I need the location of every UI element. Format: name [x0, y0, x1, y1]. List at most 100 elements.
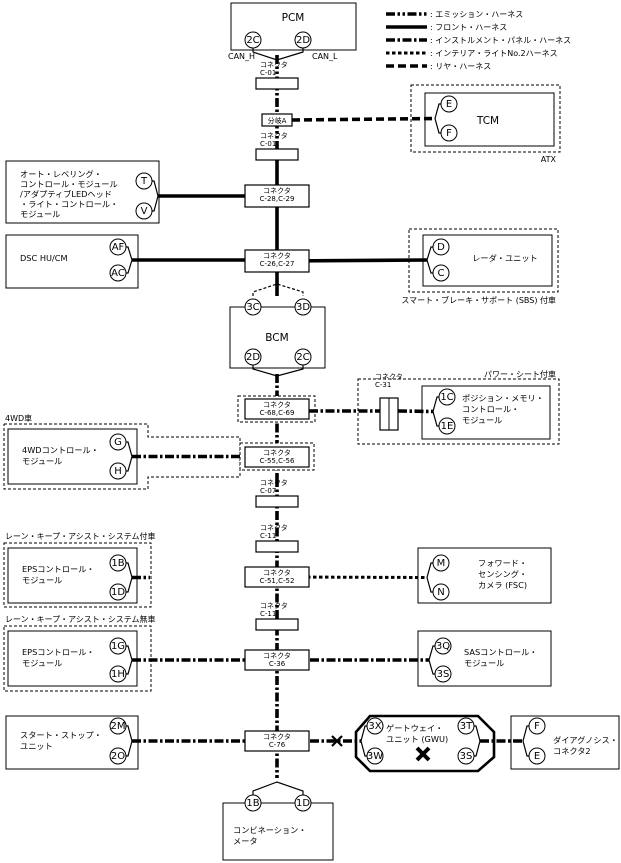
seat-note: パワー・シート付車 — [484, 369, 556, 379]
radar-pin-d-label: D — [437, 242, 445, 253]
startstop-name: ユニット — [20, 741, 53, 751]
leveling-pin-t-label: T — [140, 176, 148, 187]
meter-pin-1b-label: 1B — [246, 798, 259, 809]
sas-pin-3s-label: 3S — [437, 669, 450, 680]
dsc-pin-af-label: AF — [112, 242, 125, 253]
gwu-pin-3s-label: 3S — [460, 751, 473, 762]
connector-label: C-51,C-52 — [260, 577, 295, 585]
awd-note: 4WD車 — [5, 413, 32, 423]
connector-label: コネクタ — [263, 568, 291, 577]
seat-name: ポジション・メモリ・ — [462, 393, 544, 403]
eps1-pin-1d-label: 1D — [111, 587, 125, 598]
connector-label: C-36 — [269, 660, 286, 668]
eps2-pin-1g-label: 1G — [111, 641, 125, 652]
bcm-pin-3d-label: 3D — [296, 302, 310, 313]
connector-label: コネクタ — [260, 601, 288, 610]
twist-pair — [434, 103, 441, 134]
leveling-pin-v-label: V — [141, 206, 148, 217]
connector-label: コネクタ — [263, 251, 291, 260]
sas-pin-3q-label: 3Q — [436, 641, 450, 652]
eps2-pin-1h-label: 1H — [111, 669, 125, 680]
bcm-pin-3c — [244, 298, 262, 316]
twist-pair — [522, 725, 529, 757]
gwu-name: ゲートウェイ・ — [386, 723, 443, 733]
awd-name: 4WDコントロール・ — [22, 445, 99, 455]
eps1-name: モジュール — [22, 575, 62, 585]
legend-label: : リヤ・ハーネス — [430, 62, 491, 71]
seat-wire-2 — [397, 409, 434, 414]
gwu-pin-3t-label: 3T — [460, 721, 473, 732]
dlc-name: コネクタ2 — [553, 746, 591, 756]
twist-pair — [252, 48, 304, 61]
gwu-name: ユニット (GWU) — [386, 734, 448, 744]
radar-name: レーダ・ユニット — [472, 253, 538, 263]
connector-c11 — [244, 649, 310, 671]
open-circuit-stroke — [331, 735, 343, 747]
fsc-name: センシング・ — [478, 569, 527, 579]
connector-label: C-11 — [260, 532, 276, 540]
eps1-name: EPSコントロール・ — [22, 564, 95, 574]
startstop-name: スタート・ストップ・ — [20, 730, 102, 740]
awd-pin-h-label: H — [114, 466, 122, 477]
connector-c4 — [244, 249, 310, 273]
connector-label: コネクタ — [260, 523, 288, 532]
awd-pin-g-label: G — [114, 437, 122, 448]
tcm-note: ATX — [541, 155, 557, 164]
meter-box — [222, 802, 334, 861]
legend-label: : インストルメント・パネル・ハーネス — [430, 36, 571, 45]
bcm-pin-3c-label: 3C — [246, 302, 259, 313]
seat-name: モジュール — [462, 415, 502, 425]
connector-label: コネクタ — [260, 131, 288, 140]
gwu-pin-3x-label: 3X — [368, 721, 381, 732]
open-circuit-icon — [331, 735, 343, 747]
twist-pair — [252, 365, 304, 377]
eps1-note: レーン・キープ・アシスト・システム付車 — [5, 531, 156, 541]
connector-label: コネクタ — [263, 651, 291, 660]
tcm-name: TCM — [476, 115, 499, 127]
connector-label: C-55,C-56 — [260, 457, 295, 465]
connector-label: C-07 — [260, 487, 276, 495]
leveling-box — [5, 160, 160, 224]
pcm-pin-2d-label: 2D — [296, 35, 310, 46]
gwu-pin-3w-label: 3W — [367, 751, 383, 762]
startstop-pin-2m-label: 2M — [111, 721, 126, 732]
bcm-pin-2d-label: 2D — [246, 352, 260, 363]
seat-pin-1e-label: 1E — [441, 421, 454, 432]
sas-name: モジュール — [464, 658, 504, 668]
connector-label: コネクタ — [263, 186, 291, 195]
eps2-name: EPSコントロール・ — [22, 647, 95, 657]
awd-name: モジュール — [22, 456, 62, 466]
connector-label: C-68,C-69 — [260, 409, 295, 417]
pcm-pin-label: CAN_L — [312, 52, 338, 61]
leveling-name: オート・レベリング・ — [20, 169, 102, 179]
eps1-pin-1b-label: 1B — [111, 558, 124, 569]
connector-c7 — [255, 495, 299, 508]
fault-cross-icon — [415, 746, 431, 762]
seat-name: コントロール・ — [462, 404, 519, 414]
pcm-pin-2c-label: 2C — [246, 35, 259, 46]
meter-pin-1d — [294, 794, 312, 812]
dlc-pin-f-label: F — [534, 721, 540, 732]
connector-label: コネクタ — [260, 60, 288, 69]
connector-c3 — [244, 184, 310, 208]
legend-label: : インテリア・ライトNo.2ハーネス — [430, 49, 558, 58]
meter-name: コンビネーション・ — [233, 825, 307, 835]
dsc-pin-ac-label: AC — [111, 268, 125, 279]
connector-c10 — [255, 618, 299, 631]
connector-label: C-11 — [260, 610, 276, 618]
connector-label: C-76 — [269, 741, 286, 749]
connector-label: C-26,C-27 — [260, 260, 295, 268]
branch-label: 分岐A — [268, 116, 287, 125]
tcm-wire — [291, 116, 436, 122]
meter-pin-1b — [244, 794, 262, 812]
leveling-name: /アダプティブLEDヘッド — [20, 189, 112, 199]
legend-label: : フロント・ハーネス — [430, 23, 507, 32]
pcm-pin-label: CAN_H — [228, 52, 255, 61]
connector-label: コネクタ — [263, 732, 291, 741]
radar-pin-c-label: C — [438, 268, 445, 279]
connector-label: コネクタ — [375, 372, 403, 381]
eps2-note: レーン・キープ・アシスト・システム無車 — [5, 614, 156, 624]
radar-note: スマート・ブレーキ・サポート (SBS) 付車 — [401, 295, 556, 305]
connector-label: C-01 — [260, 140, 276, 148]
